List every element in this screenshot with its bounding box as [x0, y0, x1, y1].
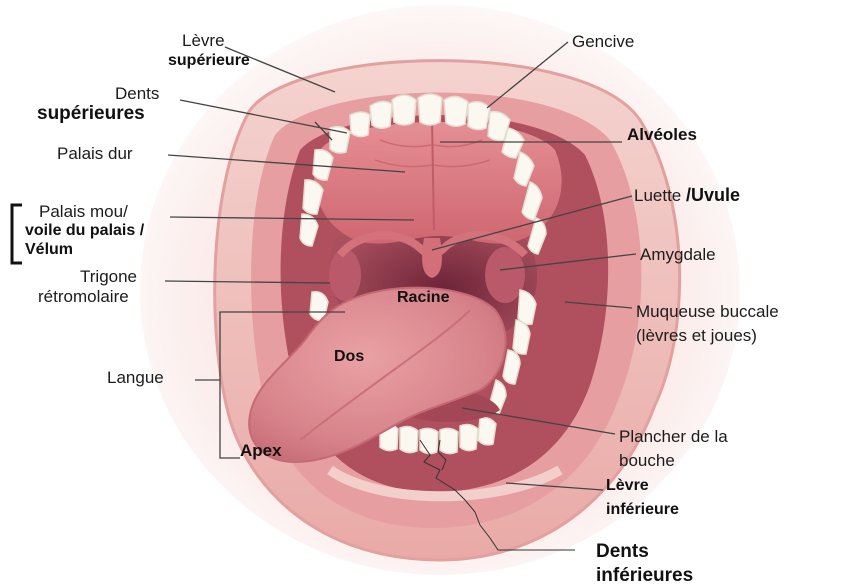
label-amygdale: Amygdale — [640, 245, 716, 265]
label-alveoles: Alvéoles — [627, 125, 697, 145]
label-gencive: Gencive — [572, 32, 634, 52]
label-trigone-retromolaire: Trigone rétromolaire — [38, 267, 137, 307]
label-plancher-bouche: Plancher de la bouche — [619, 425, 728, 473]
label-dos: Dos — [334, 347, 364, 367]
label-palais-mou: Palais mou/ voile du palais / Vélum — [25, 202, 144, 259]
label-dents-superieures: Dents supérieures — [37, 84, 159, 124]
label-levre-superieure: Lèvre supérieure — [168, 31, 250, 71]
label-langue: Langue — [107, 368, 164, 388]
tonsil-left — [329, 249, 361, 301]
label-levre-inferieure: Lèvre inférieure — [606, 474, 679, 522]
label-dents-inferieures: Dents inférieures — [596, 540, 693, 588]
uvula — [422, 238, 442, 278]
label-muqueuse-buccale: Muqueuse buccale (lèvres et joues) — [636, 300, 779, 348]
label-palais-dur: Palais dur — [57, 144, 133, 164]
label-apex: Apex — [240, 441, 282, 461]
label-luette-uvule: Luette /Uvule — [634, 185, 740, 206]
palais-mou-bracket — [12, 205, 22, 263]
label-racine: Racine — [397, 288, 449, 308]
